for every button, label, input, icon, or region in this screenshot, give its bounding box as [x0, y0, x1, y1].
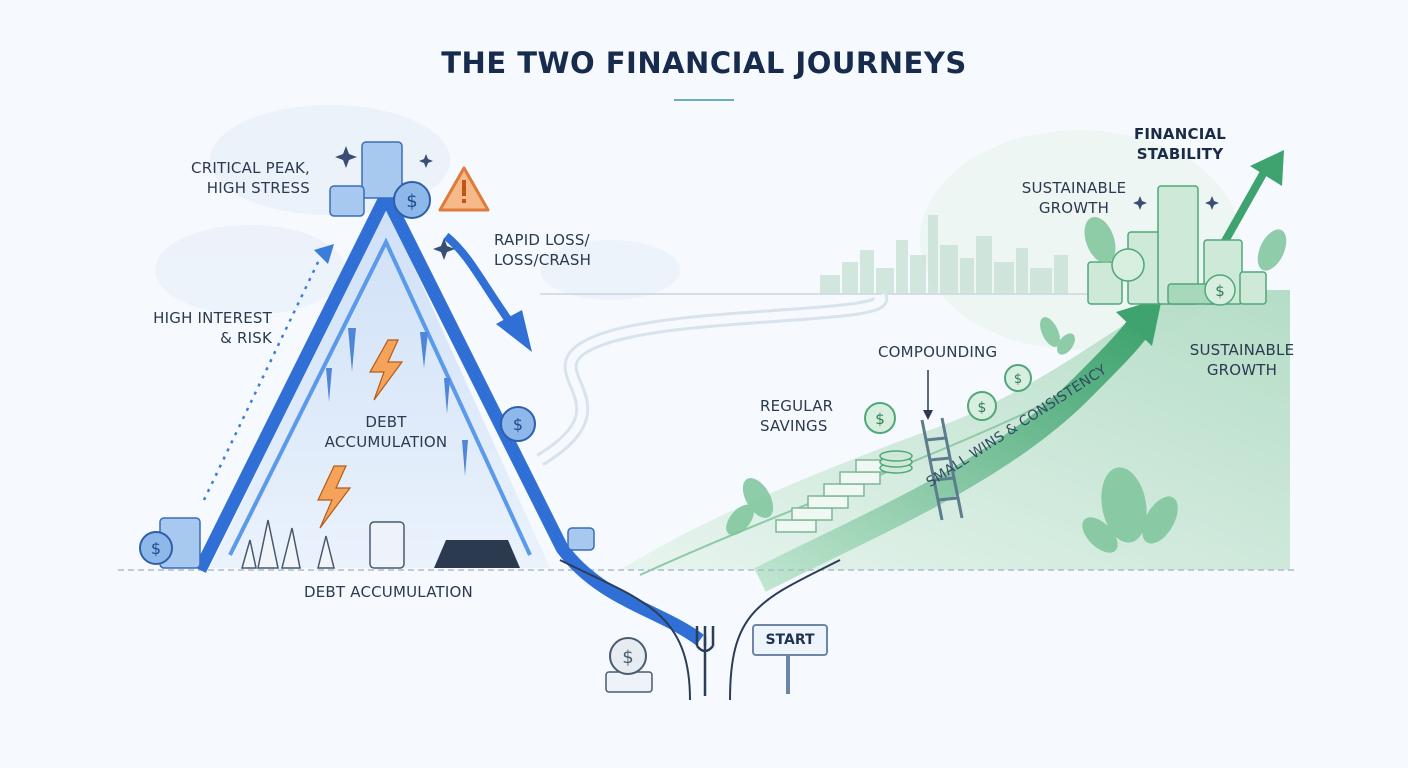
sparkle-icon — [335, 146, 1219, 260]
dollar-coin-icon: $ $ $ — [864, 364, 1032, 434]
label-critical-peak: CRITICAL PEAK, HIGH STRESS — [191, 159, 310, 197]
label-regular-savings: REGULAR SAVINGS — [760, 397, 834, 435]
city-skyline — [820, 215, 1068, 294]
blue-coin-stack — [159, 141, 653, 693]
svg-text:$: $ — [978, 400, 987, 416]
svg-text:$: $ — [875, 410, 885, 428]
green-hill — [620, 290, 1290, 570]
start-sign: START — [752, 624, 828, 656]
label-compounding: COMPOUNDING — [878, 343, 998, 361]
page-title: THE TWO FINANCIAL JOURNEYS — [441, 46, 967, 80]
ladder-icon — [920, 417, 964, 521]
debt-path-outline — [194, 181, 704, 646]
fork-road-left — [559, 559, 691, 701]
label-sustainable-growth-right: SUSTAINABLE GROWTH — [1189, 341, 1295, 379]
rapid-loss-arrow — [443, 232, 518, 331]
icicles — [326, 328, 468, 476]
spikes — [241, 519, 335, 569]
svg-text:$: $ — [1014, 372, 1022, 387]
label-debt-bottom: DEBT ACCUMULATION — [304, 583, 473, 601]
label-financial-stability: FINANCIAL STABILITY — [1133, 125, 1227, 163]
label-rapid-loss: RAPID LOSS/ LOSS/CRASH — [494, 231, 592, 269]
label-debt-inner: DEBT ACCUMULATION — [324, 413, 448, 451]
svg-text:$: $ — [1215, 282, 1225, 300]
growth-arrow — [754, 317, 1151, 592]
background-clouds — [155, 105, 1240, 350]
svg-text:$: $ — [513, 415, 523, 434]
green-coin-pile: $ — [1087, 185, 1267, 306]
label-sustainable-growth-top: SUSTAINABLE GROWTH — [1021, 179, 1127, 217]
small-coin-stack — [879, 450, 913, 474]
pit — [434, 540, 520, 568]
warning-icon — [438, 166, 490, 212]
lightning-icon — [317, 339, 404, 529]
dollar-coin-icon: $ $ $ $ — [139, 181, 647, 675]
svg-text:$: $ — [406, 191, 417, 212]
leaf-icon — [726, 216, 1287, 553]
svg-text:$: $ — [622, 647, 633, 668]
fork-road-right — [729, 559, 841, 701]
label-high-interest: HIGH INTEREST & RISK — [153, 309, 272, 347]
svg-text:$: $ — [151, 539, 161, 558]
stability-arrow — [1216, 163, 1272, 252]
fork-icon — [695, 626, 715, 696]
